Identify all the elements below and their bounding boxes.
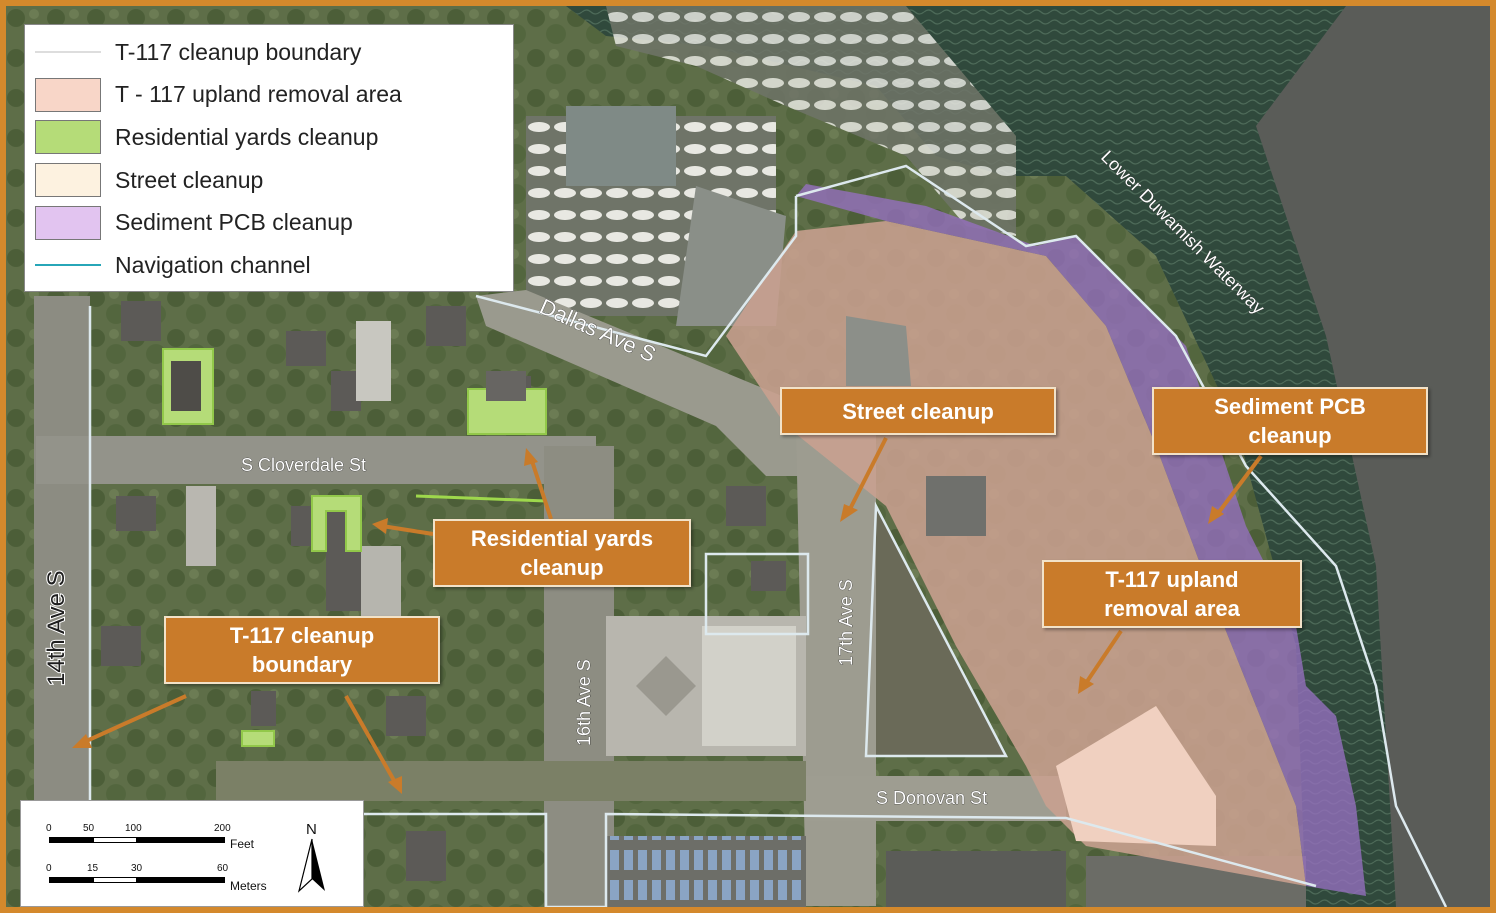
- legend-item-navigation: Navigation channel: [35, 244, 503, 287]
- scale-feet-unit: Feet: [230, 837, 255, 851]
- scale-meter-seg-2: [93, 877, 137, 883]
- donovan-label: S Donovan St: [876, 788, 987, 808]
- legend-item-boundary: T-117 cleanup boundary: [35, 31, 503, 74]
- scale-feet-seg-1: [49, 837, 93, 843]
- callout-arrows: [72, 437, 1263, 794]
- legend-label-boundary: T-117 cleanup boundary: [115, 38, 362, 65]
- map-legend: T-117 cleanup boundary T - 117 upland re…: [24, 24, 514, 292]
- legend-line-navigation: [35, 264, 101, 267]
- scale-bar: 0 50 100 200 Feet 0 15 30 60 Meters N: [20, 800, 364, 907]
- scale-feet-tick-100: 100: [125, 823, 142, 834]
- east-industrial-area: [1246, 6, 1490, 907]
- lower-duwamish-waterway: [566, 6, 1396, 907]
- sixteenth-ave-label: 16th Ave S: [574, 659, 594, 746]
- house-in-yard-2: [486, 371, 526, 401]
- legend-item-upland: T - 117 upland removal area: [35, 74, 503, 117]
- fourteenth-ave-label: 14th Ave S: [43, 570, 70, 686]
- callout-residential-yards: Residential yards cleanup: [433, 519, 691, 587]
- warehouse-roof: [702, 626, 796, 746]
- donovan-road: [806, 776, 1066, 821]
- legend-item-sediment: Sediment PCB cleanup: [35, 201, 503, 244]
- legend-swatch-upland: [35, 77, 101, 112]
- scale-meter-seg-3: [137, 877, 225, 883]
- legend-label-upland: T - 117 upland removal area: [115, 81, 402, 108]
- callout-upland-removal: T-117 upland removal area: [1042, 560, 1302, 628]
- scale-feet-seg-3: [137, 837, 225, 843]
- north-arrow-icon: [297, 838, 325, 893]
- boat-shed-2: [566, 106, 676, 186]
- cloverdale-road: [36, 436, 596, 484]
- north-label: N: [306, 821, 317, 838]
- upland-structure: [926, 476, 986, 536]
- scale-feet-tick-200: 200: [214, 823, 231, 834]
- scale-meter-tick-60: 60: [217, 863, 229, 874]
- scale-meter-tick-30: 30: [131, 863, 143, 874]
- house-in-yard: [171, 361, 201, 411]
- legend-label-residential: Residential yards cleanup: [115, 123, 379, 150]
- scale-feet-tick-0: 0: [46, 823, 52, 834]
- scale-feet-tick-50: 50: [83, 823, 95, 834]
- dallas-ave-road: [476, 290, 826, 476]
- aerial-map[interactable]: Dallas Ave S S Cloverdale St 14th Ave S …: [6, 6, 1490, 907]
- marina: [606, 6, 1016, 236]
- scale-meter-seg-1: [49, 877, 93, 883]
- legend-label-sediment: Sediment PCB cleanup: [115, 209, 353, 236]
- legend-label-navigation: Navigation channel: [115, 251, 311, 278]
- cloverdale-label: S Cloverdale St: [241, 455, 366, 475]
- legend-swatch-street: [35, 163, 101, 198]
- legend-line-boundary: [35, 51, 101, 54]
- houses: [101, 301, 786, 881]
- parking-lot-2: [886, 851, 1066, 907]
- legend-swatch-sediment: [35, 205, 101, 240]
- cleanup-boundary-south: [306, 812, 1317, 907]
- scale-feet-seg-2: [93, 837, 137, 843]
- legend-item-residential: Residential yards cleanup: [35, 116, 503, 159]
- legend-label-street: Street cleanup: [115, 166, 264, 193]
- legend-swatch-residential: [35, 120, 101, 155]
- callout-street-cleanup: Street cleanup: [780, 387, 1056, 435]
- map-frame: Dallas Ave S S Cloverdale St 14th Ave S …: [6, 6, 1490, 907]
- sediment-pcb-area[interactable]: [796, 184, 1366, 896]
- cleanup-boundary-north: [475, 196, 798, 358]
- warehouse-vent: [636, 656, 696, 716]
- cleanup-boundary-triangle: [864, 501, 1009, 758]
- seventeenth-ave-label: 17th Ave S: [836, 579, 856, 666]
- pink-building: [1056, 706, 1216, 846]
- callout-cleanup-boundary: T-117 cleanup boundary: [164, 616, 440, 684]
- scale-meter-unit: Meters: [230, 879, 267, 893]
- legend-item-street: Street cleanup: [35, 159, 503, 202]
- callout-sediment-pcb: Sediment PCB cleanup: [1152, 387, 1428, 455]
- upland-building: [846, 316, 911, 386]
- railway-strip: [216, 761, 806, 801]
- cleanup-boundary-parcel: [704, 552, 810, 636]
- street-yard-strip: [415, 494, 547, 503]
- parking-lot: [606, 836, 806, 907]
- scale-meter-tick-0: 0: [46, 863, 52, 874]
- scale-meter-tick-15: 15: [87, 863, 99, 874]
